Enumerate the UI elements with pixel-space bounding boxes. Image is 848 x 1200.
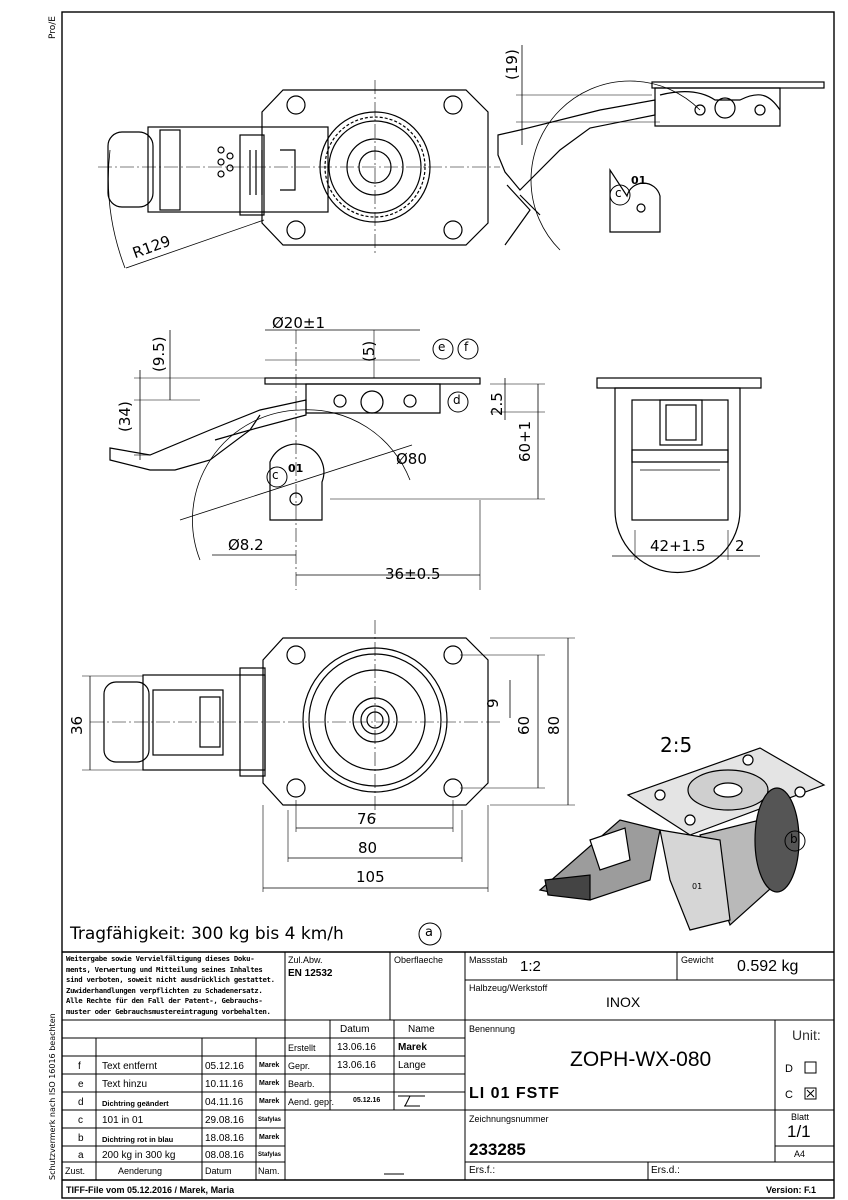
rev-name: Marek — [259, 1062, 280, 1069]
footer-file-info: TIFF-File vom 05.12.2016 / Marek, Maria — [66, 1185, 235, 1195]
rev-date: 18.08.16 — [205, 1133, 244, 1144]
badge-c-mid: c — [272, 468, 279, 482]
name-header: Name — [408, 1024, 435, 1035]
aend-date: 05.12.16 — [353, 1097, 381, 1104]
rev-name: Marek — [259, 1080, 280, 1087]
zeichnungsnummer-value: 233285 — [469, 1140, 526, 1159]
gewicht-label: Gewicht — [681, 955, 714, 965]
benennung-sub: LI 01 FSTF — [469, 1085, 560, 1102]
rev-date: 05.12.16 — [205, 1061, 244, 1072]
rev-name: Stafylas — [258, 1152, 282, 1158]
aend-label: Aend. gepr. — [288, 1097, 335, 1107]
rev-text: Dichtring rot in blau — [102, 1135, 174, 1144]
unit-d: D — [785, 1063, 793, 1075]
rev-zust: e — [78, 1079, 84, 1090]
rev-date: 08.08.16 — [205, 1150, 244, 1161]
erstellt-name: Marek — [398, 1042, 427, 1053]
badge-f: f — [464, 340, 469, 354]
blatt-label: Blatt — [791, 1112, 810, 1122]
dim-9-5: (9.5) — [150, 336, 168, 372]
dim-36-05: 36±0.5 — [385, 565, 441, 583]
capacity-text: Tragfähigkeit: 300 kg bis 4 km/h — [70, 924, 344, 944]
rev-date: 29.08.16 — [205, 1115, 244, 1126]
rev-date: 10.11.16 — [205, 1079, 244, 1090]
dim-34: (34) — [116, 401, 134, 432]
rev-text: 101 in 01 — [102, 1115, 144, 1126]
dim-76: 76 — [357, 810, 377, 828]
ers-d-label: Ers.d.: — [651, 1165, 680, 1176]
dim-2-5: 2.5 — [488, 392, 506, 416]
rev-name: Marek — [259, 1098, 280, 1105]
dim-42-15: 42+1.5 — [650, 537, 706, 555]
rev-header-datum: Datum — [205, 1166, 232, 1176]
badge-c-top: c — [615, 186, 622, 200]
benennung-label: Benennung — [469, 1024, 516, 1034]
rev-zust: f — [78, 1061, 81, 1072]
gewicht-value: 0.592 kg — [737, 958, 799, 975]
zul-abw-label: Zul.Abw. — [288, 955, 323, 965]
dim-105: 105 — [356, 868, 385, 886]
iso-scale: 2:5 — [660, 733, 693, 757]
bearb-label: Bearb. — [288, 1079, 315, 1089]
gepr-date: 13.06.16 — [337, 1060, 376, 1071]
ers-f-label: Ers.f.: — [469, 1165, 496, 1176]
rev-text: Text entfernt — [102, 1061, 158, 1072]
dim-60-1: 60+1 — [516, 420, 534, 462]
rev-zust: d — [78, 1097, 84, 1108]
rev-text: 200 kg in 300 kg — [102, 1150, 176, 1161]
dim-d8-2: Ø8.2 — [228, 536, 264, 554]
massstab-value: 1:2 — [520, 958, 541, 975]
dim-o1-mid: 01 — [288, 462, 304, 475]
datum-header: Datum — [340, 1024, 370, 1035]
protection-notice: Schutzvermerk nach ISO 16016 beachten — [48, 1013, 57, 1180]
blatt-value: 1/1 — [787, 1122, 811, 1141]
dim-36: 36 — [68, 715, 86, 735]
unit-label: Unit: — [792, 1027, 821, 1043]
zeichnungsnummer-label: Zeichnungsnummer — [469, 1114, 549, 1124]
dim-2: 2 — [735, 537, 745, 555]
dim-d80: Ø80 — [396, 450, 427, 468]
benennung-main: ZOPH-WX-080 — [570, 1048, 712, 1071]
erstellt-label: Erstellt — [288, 1043, 316, 1053]
software-label: Pro/E — [48, 16, 58, 39]
iso-o1: 01 — [692, 882, 703, 891]
badge-d: d — [453, 393, 461, 407]
gepr-label: Gepr. — [288, 1061, 311, 1071]
zul-abw-value: EN 12532 — [288, 968, 333, 979]
rev-zust: b — [78, 1133, 84, 1144]
dim-19: (19) — [503, 49, 521, 80]
massstab-label: Massstab — [469, 955, 508, 965]
rev-date: 04.11.16 — [205, 1097, 244, 1108]
capacity-badge: a — [425, 925, 433, 940]
rev-zust: c — [78, 1115, 83, 1126]
rev-text: Text hinzu — [102, 1079, 148, 1090]
gepr-name: Lange — [398, 1060, 426, 1071]
rev-zust: a — [78, 1150, 84, 1161]
rev-header-aenderung: Aenderung — [118, 1166, 163, 1176]
halbzeug-value: INOX — [606, 994, 641, 1010]
dim-5: (5) — [360, 340, 378, 362]
rev-name: Marek — [259, 1134, 280, 1141]
rev-header-zust: Zust. — [65, 1166, 86, 1176]
dim-80-v: 80 — [545, 715, 563, 735]
rev-header-name: Nam. — [258, 1166, 280, 1176]
rev-text: Dichtring geändert — [102, 1099, 169, 1108]
oberflaeche-label: Oberflaeche — [394, 955, 444, 965]
halbzeug-label: Halbzeug/Werkstoff — [469, 983, 548, 993]
format-value: A4 — [794, 1149, 806, 1159]
rev-name: Stafylas — [258, 1117, 282, 1123]
badge-e: e — [438, 340, 446, 354]
dim-o1-top: 01 — [631, 174, 647, 187]
unit-c: C — [785, 1089, 793, 1101]
copyright-notice: Weitergabe sowie Vervielfältigung dieses… — [66, 954, 275, 1016]
erstellt-date: 13.06.16 — [337, 1042, 376, 1053]
dim-d20: Ø20±1 — [272, 314, 326, 332]
footer-version: Version: F.1 — [766, 1185, 817, 1195]
dim-60: 60 — [515, 715, 533, 735]
dim-80-h: 80 — [358, 839, 378, 857]
dim-9: 9 — [484, 698, 502, 708]
badge-b: b — [790, 832, 798, 846]
